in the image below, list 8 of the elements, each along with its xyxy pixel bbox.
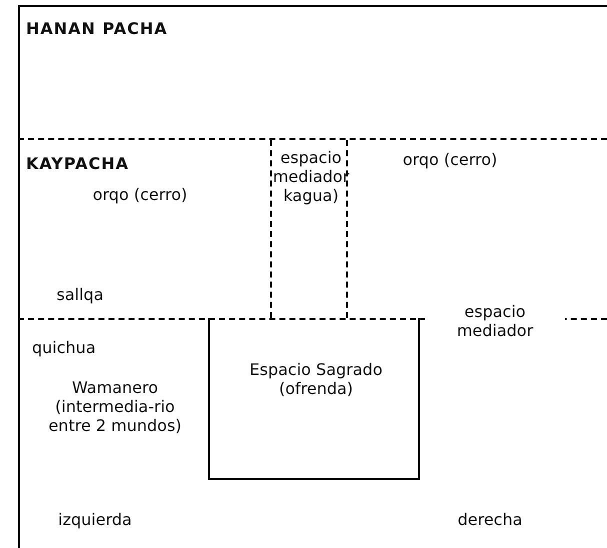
zone-title: quichua	[32, 338, 97, 357]
zone-title: KAYPACHA	[26, 154, 130, 173]
box-label: Espacio Sagrado (ofrenda)	[248, 360, 384, 398]
offering-box	[208, 318, 420, 480]
column-label: espacio mediador kagua)	[272, 148, 350, 205]
zone-band	[18, 5, 607, 138]
zone-title: HANAN PACHA	[26, 19, 169, 38]
mediator-column	[270, 140, 348, 318]
